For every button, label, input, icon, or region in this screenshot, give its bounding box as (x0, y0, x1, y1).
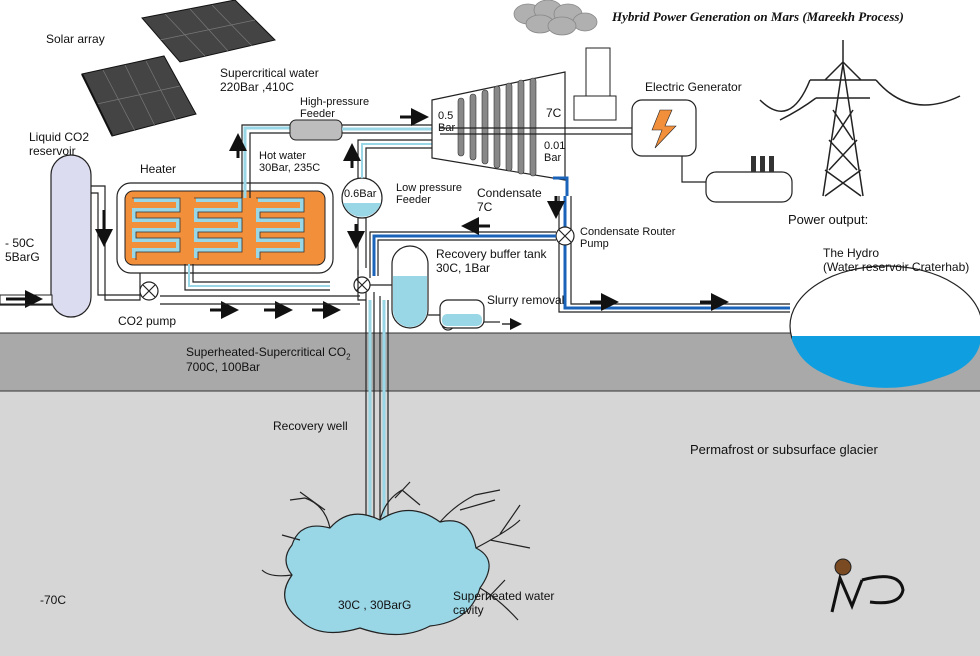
label-condensate: Condensate 7C (477, 186, 542, 214)
md-logo (830, 558, 905, 613)
label-recovery-well: Recovery well (273, 419, 348, 433)
high-pressure-feeder (289, 119, 343, 141)
transformer (705, 171, 793, 203)
label-superheated-water-cavity: Superheated water cavity (453, 589, 555, 617)
label-co2-reservoir: Liquid CO2 reservoir (29, 130, 90, 158)
steam-cloud (513, 0, 598, 36)
label-superheated-co2: Superheated-Supercritical CO2 (186, 345, 351, 362)
diagram-title: Hybrid Power Generation on Mars (Mareekh… (612, 9, 904, 24)
label-co2-pump: CO2 pump (118, 314, 177, 328)
label-heater: Heater (140, 162, 177, 176)
label-permafrost: Permafrost or subsurface glacier (690, 442, 878, 457)
label-the-hydro: The Hydro (Water reservoir Craterhab) (823, 246, 970, 274)
label-solar-array: Solar array (46, 32, 105, 46)
label-slurry-removal: Slurry removal (487, 293, 565, 307)
label-recovery-buffer-tank: Recovery buffer tank 30C, 1Bar (436, 247, 547, 275)
recovery-well (357, 270, 389, 596)
label-hot-water: Hot water 30Bar, 235C (259, 150, 321, 174)
label-high-pressure-feeder: High-pressure Feeder (300, 96, 370, 120)
label-supercritical-water: Supercritical water 220Bar ,410C (220, 66, 319, 94)
label-condensate-router-pump: Condensate Router Pump (580, 226, 676, 250)
label-cavity-conditions: 30C , 30BarG (338, 598, 412, 612)
label-ambient-temp: -70C (40, 593, 67, 607)
label-superheated-co2-conditions: 700C, 100Bar (186, 360, 261, 374)
label-turbine-temp: 7C (546, 106, 562, 120)
label-low-pressure-feeder: Low pressure Feeder (396, 182, 463, 206)
label-reservoir-conditions: - 50C 5BarG (5, 236, 40, 264)
transmission-tower (759, 40, 961, 197)
subsurface-layer (0, 391, 980, 656)
label-superheated-co2-subscript: 2 (346, 352, 351, 362)
co2-reservoir (50, 154, 92, 318)
label-turbine-outlet-pressure: 0.01 Bar (544, 140, 566, 164)
label-turbine-inlet-pressure: 0.5 Bar (438, 110, 456, 134)
label-low-pressure-value: 0.6Bar (344, 188, 377, 200)
label-power-output: Power output: (788, 212, 869, 227)
solar-array (81, 0, 276, 137)
label-electric-generator: Electric Generator (645, 80, 742, 94)
